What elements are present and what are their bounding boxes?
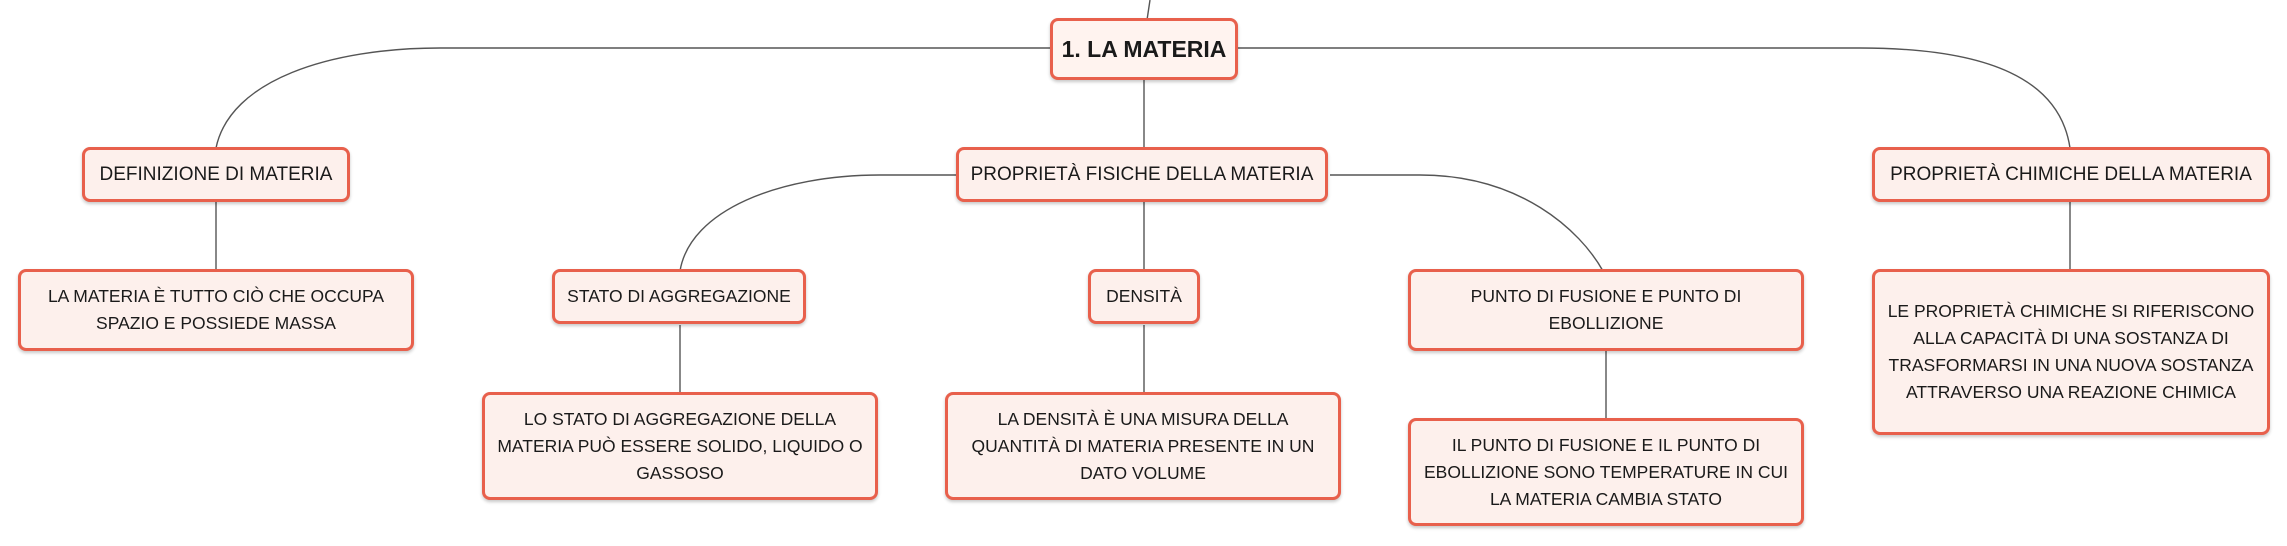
subtopic-punto-fusione-label: PUNTO DI FUSIONE E PUNTO DI EBOLLIZIONE	[1470, 286, 1742, 333]
topic-definizione[interactable]: DEFINIZIONE DI MATERIA	[82, 147, 350, 202]
detail-densita-desc-label: LA DENSITÀ È UNA MISURA DELLA QUANTITÀ D…	[971, 408, 1315, 483]
root-topic-label: 1. LA MATERIA	[1061, 35, 1227, 62]
subtopic-definizione-desc[interactable]: LA MATERIA È TUTTO CIÒ CHE OCCUPA SPAZIO…	[18, 269, 414, 351]
detail-fusione-desc[interactable]: IL PUNTO DI FUSIONE E IL PUNTO DI EBOLLI…	[1408, 418, 1804, 526]
subtopic-stato-aggregazione-label: STATO DI AGGREGAZIONE	[567, 286, 791, 306]
connector-fisiche-fusione	[1330, 174, 1604, 272]
topic-proprieta-fisiche[interactable]: PROPRIETÀ FISICHE DELLA MATERIA	[956, 147, 1328, 202]
detail-stato-desc-label: LO STATO DI AGGREGAZIONE DELLA MATERIA P…	[497, 408, 863, 483]
subtopic-punto-fusione[interactable]: PUNTO DI FUSIONE E PUNTO DI EBOLLIZIONE	[1408, 269, 1804, 351]
connector-parent-root	[1146, 0, 1151, 21]
detail-fusione-desc-label: IL PUNTO DI FUSIONE E IL PUNTO DI EBOLLI…	[1424, 434, 1788, 509]
connector-fisiche-stato	[679, 174, 958, 272]
detail-stato-desc[interactable]: LO STATO DI AGGREGAZIONE DELLA MATERIA P…	[482, 392, 878, 500]
root-topic[interactable]: 1. LA MATERIA	[1050, 18, 1238, 80]
detail-densita-desc[interactable]: LA DENSITÀ È UNA MISURA DELLA QUANTITÀ D…	[945, 392, 1341, 500]
subtopic-chimiche-desc[interactable]: LE PROPRIETÀ CHIMICHE SI RIFERISCONO ALL…	[1872, 269, 2270, 435]
subtopic-densita[interactable]: DENSITÀ	[1088, 269, 1200, 324]
subtopic-stato-aggregazione[interactable]: STATO DI AGGREGAZIONE	[552, 269, 806, 324]
topic-proprieta-chimiche-label: PROPRIETÀ CHIMICHE DELLA MATERIA	[1890, 164, 2252, 185]
subtopic-definizione-desc-label: LA MATERIA È TUTTO CIÒ CHE OCCUPA SPAZIO…	[47, 286, 385, 333]
topic-definizione-label: DEFINIZIONE DI MATERIA	[99, 164, 333, 185]
topic-proprieta-chimiche[interactable]: PROPRIETÀ CHIMICHE DELLA MATERIA	[1872, 147, 2270, 202]
subtopic-densita-label: DENSITÀ	[1106, 286, 1182, 306]
connector-root-definizione	[215, 47, 1052, 149]
subtopic-chimiche-desc-label: LE PROPRIETÀ CHIMICHE SI RIFERISCONO ALL…	[1887, 301, 2255, 402]
connector-root-chimiche	[1236, 47, 2071, 149]
topic-proprieta-fisiche-label: PROPRIETÀ FISICHE DELLA MATERIA	[970, 164, 1314, 185]
